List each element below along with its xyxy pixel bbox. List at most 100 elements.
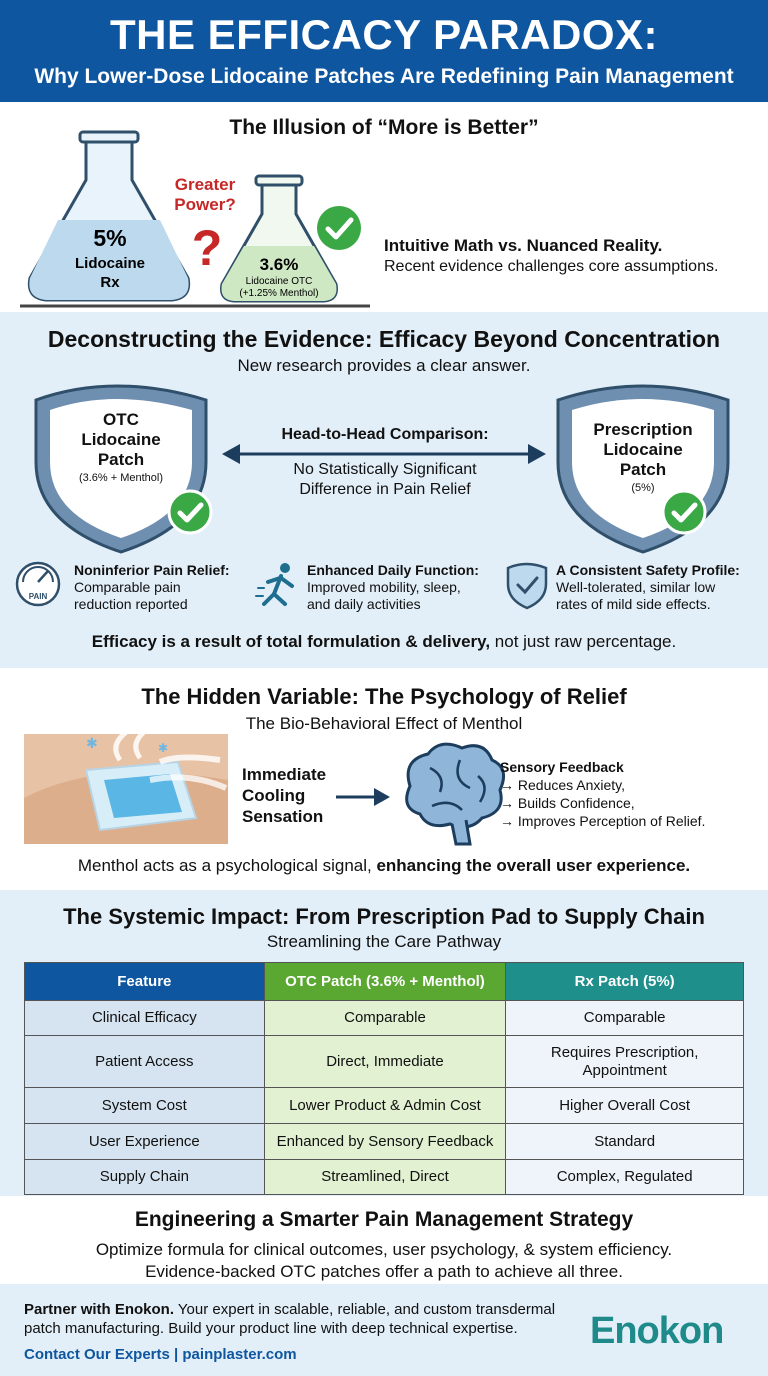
partner-rest: Your expert in scalable, reliable, and c…: [24, 1301, 556, 1337]
feature-line: Improved mobility, sleep,: [307, 579, 461, 595]
psychology-section: The Hidden Variable: The Psychology of R…: [0, 668, 768, 890]
table-header-row: Feature OTC Patch (3.6% + Menthol) Rx Pa…: [24, 962, 744, 1001]
illusion-section: The Illusion of “More is Better” 5% Lido…: [0, 102, 768, 312]
illusion-headline: Intuitive Math vs. Nuanced Reality.: [384, 236, 663, 255]
otc-shield-line-2: Lidocaine: [81, 430, 161, 449]
otc-check-icon: [167, 489, 213, 535]
strategy-line-1: Optimize formula for clinical outcomes, …: [95, 1240, 673, 1259]
table-header: OTC Patch (3.6% + Menthol): [263, 962, 507, 1001]
comparison-result: No Statistically Significant Difference …: [250, 460, 520, 500]
table-cell: User Experience: [24, 1123, 265, 1160]
table-cell: Enhanced by Sensory Feedback: [263, 1123, 507, 1160]
page-title: THE EFFICACY PARADOX:: [110, 11, 658, 58]
running-person-icon: [255, 563, 294, 606]
table-row: Clinical Efficacy Comparable Comparable: [24, 1000, 744, 1036]
table-cell: Comparable: [505, 1000, 744, 1036]
table-cell: Streamlined, Direct: [263, 1159, 507, 1195]
enokon-logo: Enokon: [590, 1310, 724, 1352]
sensory-feedback-list: Sensory Feedback → Reduces Anxiety, → Bu…: [500, 758, 705, 830]
brain-icon: [405, 742, 506, 846]
pain-gauge-label: PAIN: [29, 592, 48, 601]
systemic-section: The Systemic Impact: From Prescription P…: [0, 890, 768, 1196]
otc-shield-detail: (3.6% + Menthol): [78, 472, 164, 484]
table-cell-line: Requires Prescription,: [550, 1043, 699, 1061]
systemic-title: The Systemic Impact: From Prescription P…: [63, 904, 705, 929]
feature-heading: Noninferior Pain Relief:: [74, 562, 230, 578]
contact-link[interactable]: Contact Our Experts | painplaster.com: [24, 1346, 297, 1363]
evidence-conclusion-rest: not just raw percentage.: [490, 632, 677, 651]
feature-line: rates of mild side effects.: [556, 596, 711, 612]
rx-flask-label-2: Rx: [100, 274, 120, 291]
illusion-body: Recent evidence challenges core assumpti…: [384, 258, 719, 275]
feature-heading: Enhanced Daily Function:: [307, 562, 479, 578]
psychology-conclusion-plain: Menthol acts as a psychological signal,: [77, 856, 377, 875]
strategy-line-2: Evidence-backed OTC patches offer a path…: [145, 1262, 623, 1281]
otc-shield-label: OTC Lidocaine Patch (3.6% + Menthol): [60, 410, 182, 484]
otc-flask-percent: 3.6%: [260, 255, 299, 274]
comparison-line-1: No Statistically Significant: [293, 461, 477, 478]
otc-flask-label-1: Lidocaine OTC: [246, 276, 313, 287]
rx-check-icon: [661, 489, 707, 535]
table-cell: Requires Prescription,Appointment: [505, 1035, 744, 1088]
systemic-subtitle: Streamlining the Care Pathway: [266, 932, 502, 951]
psychology-graphic: ✱ ✱: [24, 710, 506, 846]
question-mark-icon: ?: [192, 220, 223, 276]
rx-shield-label: Prescription Lidocaine Patch (5%): [578, 420, 708, 494]
table-row: Supply Chain Streamlined, Direct Complex…: [24, 1159, 744, 1195]
safety-shield-icon: [506, 562, 548, 610]
rx-shield-line-3: Patch: [619, 460, 667, 479]
list-item: → Builds Confidence,: [500, 795, 635, 811]
table-cell-line: Appointment: [582, 1061, 667, 1079]
table-cell: Supply Chain: [24, 1159, 265, 1195]
table-row: System Cost Lower Product & Admin Cost H…: [24, 1087, 744, 1124]
table-cell: Lower Product & Admin Cost: [263, 1087, 507, 1124]
rx-shield-detail: (5%): [631, 482, 655, 494]
comparison-line-2: Difference in Pain Relief: [299, 481, 471, 498]
feature-line: and daily activities: [307, 596, 421, 612]
feature-safety-profile: A Consistent Safety Profile: Well-tolera…: [556, 562, 740, 613]
psychology-subtitle: The Bio-Behavioral Effect of Menthol: [245, 714, 523, 733]
otc-shield-line-1: OTC: [103, 410, 139, 429]
psychology-conclusion: Menthol acts as a psychological signal, …: [0, 856, 768, 876]
cooling-sensation-label: Immediate Cooling Sensation: [242, 764, 326, 827]
table-cell: Standard: [505, 1123, 744, 1160]
cooling-line-1: Immediate: [242, 765, 327, 784]
feature-heading: A Consistent Safety Profile:: [556, 562, 740, 578]
table-row: Patient Access Direct, Immediate Require…: [24, 1035, 744, 1088]
feature-line: Comparable pain: [74, 579, 181, 595]
comparison-table: Feature OTC Patch (3.6% + Menthol) Rx Pa…: [24, 962, 744, 1195]
rx-shield-line-1: Prescription: [593, 420, 693, 439]
illusion-title: The Illusion of “More is Better”: [229, 116, 539, 139]
table-header: Rx Patch (5%): [505, 962, 744, 1001]
cooling-line-3: Sensation: [242, 807, 324, 826]
feature-pain-relief: Noninferior Pain Relief: Comparable pain…: [74, 562, 230, 613]
table-cell: System Cost: [24, 1087, 265, 1124]
evidence-conclusion: Efficacy is a result of total formulatio…: [0, 632, 768, 652]
svg-text:✱: ✱: [158, 741, 168, 755]
rx-shield-line-2: Lidocaine: [603, 440, 683, 459]
menthol-patch-image: ✱ ✱: [24, 710, 228, 844]
rx-flask-percent: 5%: [93, 225, 126, 251]
svg-text:✱: ✱: [86, 736, 98, 752]
evidence-graphic: PAIN: [15, 384, 730, 610]
table-row: User Experience Enhanced by Sensory Feed…: [24, 1123, 744, 1160]
question-label-2: Power?: [174, 195, 235, 214]
footer: Partner with Enokon. Your expert in scal…: [0, 1284, 768, 1376]
feature-line: Well-tolerated, similar low: [556, 579, 716, 595]
partner-text: Partner with Enokon. Your expert in scal…: [24, 1300, 584, 1338]
table-cell: Patient Access: [24, 1035, 265, 1088]
otc-flask-icon: [220, 174, 338, 303]
evidence-title: Deconstructing the Evidence: Efficacy Be…: [47, 326, 721, 352]
sensory-feedback-heading: Sensory Feedback: [500, 759, 624, 775]
table-cell: Higher Overall Cost: [505, 1087, 744, 1124]
otc-flask-label-2: (+1.25% Menthol): [239, 288, 318, 299]
header-banner: THE EFFICACY PARADOX: Why Lower-Dose Lid…: [0, 0, 768, 102]
rx-flask-label-1: Lidocaine: [75, 255, 145, 272]
evidence-conclusion-bold: Efficacy is a result of total formulatio…: [91, 632, 491, 651]
page-subtitle: Why Lower-Dose Lidocaine Patches Are Red…: [34, 65, 734, 88]
psychology-conclusion-bold: enhancing the overall user experience.: [376, 856, 691, 875]
check-icon: [317, 206, 361, 250]
list-item: → Improves Perception of Relief.: [500, 813, 706, 829]
feature-daily-function: Enhanced Daily Function: Improved mobili…: [307, 562, 479, 613]
evidence-subtitle: New research provides a clear answer.: [237, 356, 531, 375]
